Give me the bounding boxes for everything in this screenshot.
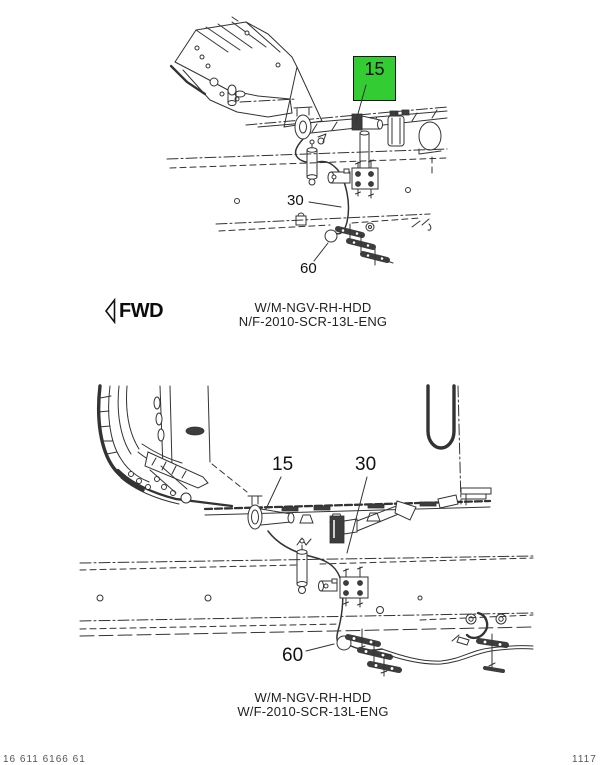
fwd-arrow-icon: [104, 298, 116, 324]
callout-15-label: 15: [364, 59, 385, 79]
bottom-caption-line-1: W/M-NGV-RH-HDD: [254, 690, 372, 705]
bottom-diagram-art: [79, 384, 534, 677]
bottom-figure-caption: W/M-NGV-RH-HDD W/F-2010-SCR-13L-ENG: [155, 691, 471, 718]
fwd-label: FWD: [119, 299, 164, 322]
top-figure-caption: W/M-NGV-RH-HDD N/F-2010-SCR-13L-ENG: [155, 301, 471, 328]
callout-60-bottom[interactable]: 60: [282, 645, 304, 666]
callout-15-highlight-box[interactable]: 15: [353, 56, 396, 101]
leader-30-bottom: [346, 476, 368, 554]
callout-30-top[interactable]: 30: [287, 192, 304, 209]
footer-code-right: 1117: [572, 754, 597, 765]
leader-60-top: [313, 242, 329, 262]
top-caption-line-1: W/M-NGV-RH-HDD: [254, 300, 372, 315]
bottom-caption-line-2: W/F-2010-SCR-13L-ENG: [237, 703, 389, 719]
fwd-indicator: FWD: [104, 298, 164, 324]
callout-30-bottom[interactable]: 30: [355, 454, 377, 475]
leader-60-bottom: [305, 643, 335, 652]
callout-15-bottom[interactable]: 15: [272, 454, 294, 475]
top-diagram-art: [166, 16, 448, 266]
callout-60-top[interactable]: 60: [300, 260, 317, 277]
footer-code-left: 16 611 6166 61: [3, 754, 86, 765]
leader-15-bottom: [265, 476, 282, 510]
top-caption-line-2: N/F-2010-SCR-13L-ENG: [238, 313, 388, 329]
leader-30-top: [308, 201, 342, 208]
